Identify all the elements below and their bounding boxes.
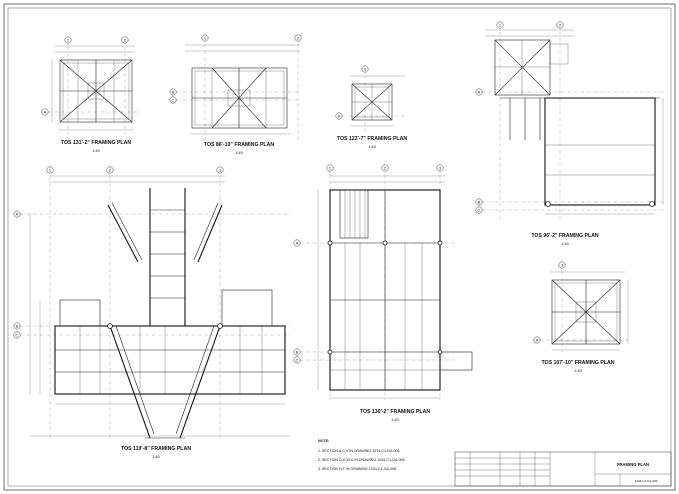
svg-text:1: 1 [499, 23, 502, 28]
svg-text:B: B [296, 350, 299, 355]
svg-text:1:40: 1:40 [561, 241, 570, 246]
svg-text:TOS 119'-8" FRAMING PLAN: TOS 119'-8" FRAMING PLAN [121, 446, 191, 452]
svg-text:2: 2 [109, 168, 112, 173]
note-item: 2. SECTION D-G,W,U IN DRAWING 1034-C1-GA… [318, 458, 406, 462]
svg-text:1: 1 [49, 168, 52, 173]
svg-text:C: C [478, 208, 481, 213]
title-block-title: FRAMING PLAN [617, 462, 649, 467]
note-item: 3. SECTION H-T IN DRAWING 1034-C1-GA-006… [318, 467, 397, 471]
svg-text:1:40: 1:40 [368, 144, 377, 149]
note-item: 1. SECTION A-C,V IN DRAWING 1034-C1-GA-0… [318, 449, 401, 453]
svg-text:3: 3 [439, 166, 442, 171]
svg-text:A: A [536, 338, 539, 343]
plan-tos-96: 1 2 A B C TOS 96'-2" FRAMING PLAN 1:40 [475, 21, 665, 246]
svg-text:A: A [338, 114, 341, 119]
svg-text:3: 3 [561, 263, 564, 268]
svg-text:C: C [172, 98, 175, 103]
svg-text:1:40: 1:40 [574, 368, 583, 373]
svg-text:TOS 86'-10" FRAMING PLAN: TOS 86'-10" FRAMING PLAN [204, 142, 274, 148]
plan-tos-130: 1 2 3 A B C TOS 130'-2" FRAMING PLAN 1:4… [293, 164, 473, 422]
svg-text:2: 2 [559, 23, 562, 28]
svg-text:A: A [478, 90, 481, 95]
svg-text:1:40: 1:40 [235, 150, 244, 155]
svg-text:2: 2 [384, 166, 387, 171]
svg-text:1: 1 [204, 36, 207, 41]
title-block: FRAMING PLAN 1034-C1-GA-003 [454, 451, 672, 487]
notes-heading: NOTE: [318, 439, 329, 443]
svg-text:1: 1 [329, 166, 332, 171]
svg-text:B: B [478, 200, 481, 205]
svg-text:3: 3 [219, 168, 222, 173]
svg-text:TOS 130'-2" FRAMING PLAN: TOS 130'-2" FRAMING PLAN [360, 409, 430, 415]
svg-text:TOS 131'-2" FRAMING PLAN: TOS 131'-2" FRAMING PLAN [61, 140, 131, 146]
plan-tos-122: 3 A TOS 122'-7" FRAMING PLAN 1:40 [335, 65, 407, 149]
plan-tos-86: 1 2 B C TOS 86'-10" FRAMING PLAN 1:40 [169, 34, 302, 155]
drawing-number: 1034-C1-GA-003 [635, 479, 658, 483]
plan-tos-131: 1 2 A TOS 131'-2" FRAMING PLAN 1:40 [41, 36, 140, 153]
svg-text:1:40: 1:40 [92, 148, 101, 153]
svg-text:1: 1 [67, 38, 70, 43]
svg-text:TOS 96'-2" FRAMING PLAN: TOS 96'-2" FRAMING PLAN [531, 233, 599, 239]
sheet-border [3, 3, 676, 491]
svg-text:3: 3 [364, 67, 367, 72]
svg-text:1:40: 1:40 [152, 454, 161, 459]
svg-text:2: 2 [297, 36, 300, 41]
svg-text:1:40: 1:40 [391, 417, 400, 422]
notes-block: NOTE: 1. SECTION A-C,V IN DRAWING 1034-C… [318, 439, 406, 471]
svg-text:TOS 122'-7" FRAMING PLAN: TOS 122'-7" FRAMING PLAN [337, 136, 407, 142]
plan-tos-107: 3 A TOS 107'-10" FRAMING PLAN 1:40 [533, 261, 630, 373]
svg-text:C: C [16, 333, 19, 338]
svg-text:TOS 107'-10" FRAMING PLAN: TOS 107'-10" FRAMING PLAN [541, 360, 614, 366]
svg-text:A: A [44, 110, 47, 115]
plan-tos-119: 1 2 3 A B C [13, 166, 290, 459]
svg-text:A: A [16, 212, 19, 217]
svg-text:B: B [172, 90, 175, 95]
svg-text:C: C [296, 358, 299, 363]
svg-text:2: 2 [124, 38, 127, 43]
svg-text:B: B [16, 324, 19, 329]
svg-text:A: A [296, 241, 299, 246]
